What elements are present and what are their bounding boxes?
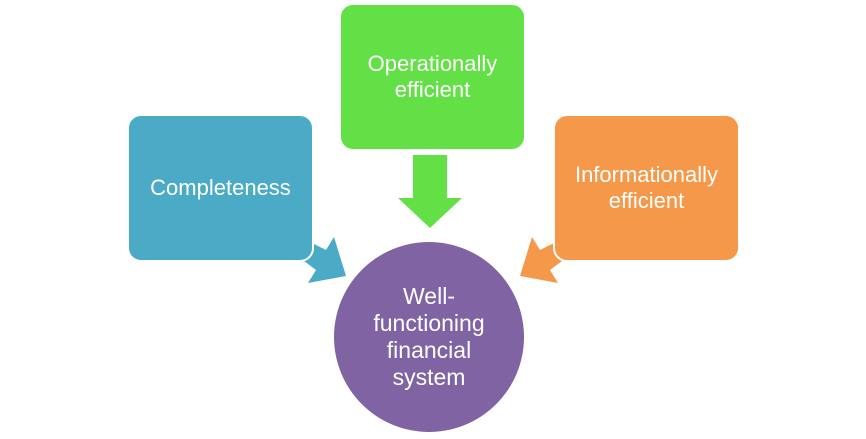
- center-label: Well- functioning financial system: [373, 283, 485, 390]
- informationally-efficient-box: Informationally efficient: [553, 114, 740, 262]
- completeness-box: Completeness: [127, 114, 314, 262]
- operationally-efficient-box: Operationally efficient: [339, 3, 526, 151]
- informationally-efficient-label: Informationally efficient: [574, 162, 719, 213]
- well-functioning-financial-system-circle: Well- functioning financial system: [334, 242, 524, 432]
- arrow-down: [398, 155, 462, 228]
- completeness-label: Completeness: [150, 175, 291, 200]
- operationally-efficient-label: Operationally efficient: [367, 51, 498, 102]
